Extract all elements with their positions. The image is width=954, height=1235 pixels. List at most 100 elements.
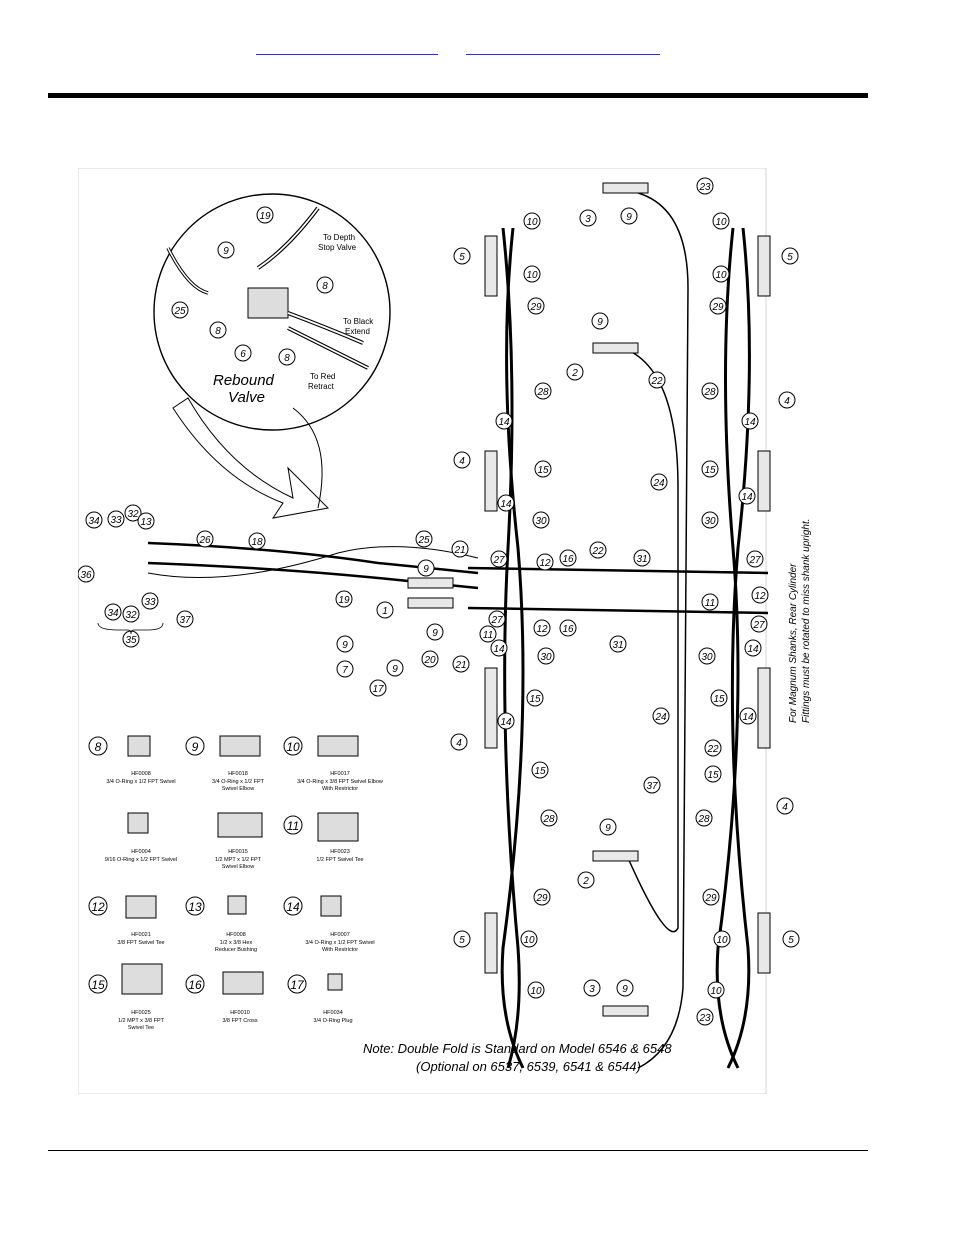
svg-text:17: 17 xyxy=(290,978,305,992)
svg-text:5: 5 xyxy=(459,252,465,263)
svg-text:14: 14 xyxy=(500,499,512,510)
cylinders xyxy=(407,182,771,1017)
svg-text:14: 14 xyxy=(286,900,300,914)
svg-text:1/2 FPT Swivel Tee: 1/2 FPT Swivel Tee xyxy=(316,857,363,863)
svg-text:12: 12 xyxy=(91,900,105,914)
svg-text:(Optional on 6537, 6539, 6541: (Optional on 6537, 6539, 6541 & 6544) xyxy=(416,1059,641,1074)
svg-text:Fittings must be rotated to mi: Fittings must be rotated to miss shank u… xyxy=(801,518,812,723)
svg-text:9: 9 xyxy=(392,664,398,675)
svg-text:17: 17 xyxy=(372,684,384,695)
inset-title-2: Valve xyxy=(228,389,265,406)
svg-text:HF0008: HF0008 xyxy=(131,771,151,777)
svg-text:7: 7 xyxy=(342,665,348,676)
nav-link-left[interactable] xyxy=(256,40,438,55)
inset-title-1: Rebound xyxy=(213,372,275,389)
svg-text:9: 9 xyxy=(192,740,199,754)
svg-text:15: 15 xyxy=(529,694,541,705)
svg-text:9: 9 xyxy=(423,564,429,575)
svg-text:24: 24 xyxy=(652,478,665,489)
svg-text:Swivel Elbow: Swivel Elbow xyxy=(222,786,254,792)
svg-text:4: 4 xyxy=(782,802,788,813)
svg-text:9: 9 xyxy=(622,984,628,995)
svg-text:27: 27 xyxy=(752,620,765,631)
label-depth-1: To Depth xyxy=(323,233,355,242)
svg-text:21: 21 xyxy=(453,545,465,556)
parts-legend: 8 HF0008 3/4 O-Ring x 1/2 FPT Swivel 9 H… xyxy=(88,735,383,1031)
svg-text:29: 29 xyxy=(535,893,548,904)
svg-text:24: 24 xyxy=(654,712,667,723)
svg-text:15: 15 xyxy=(91,978,105,992)
svg-text:16: 16 xyxy=(562,624,574,635)
svg-text:4: 4 xyxy=(456,738,462,749)
svg-text:14: 14 xyxy=(498,417,510,428)
svg-text:16: 16 xyxy=(562,554,574,565)
svg-text:11: 11 xyxy=(705,598,715,609)
callout-9: 9 xyxy=(223,246,229,257)
svg-text:5: 5 xyxy=(787,252,793,263)
svg-text:10: 10 xyxy=(526,270,538,281)
main-callouts: 3 9 23 10 10 5 5 10 10 29 29 9 2 22 28 2… xyxy=(78,177,800,1026)
frame-hoses xyxy=(147,192,769,1069)
svg-text:16: 16 xyxy=(188,978,202,992)
footer-rule xyxy=(48,1150,868,1151)
svg-text:HF0025: HF0025 xyxy=(131,1010,151,1016)
svg-text:13: 13 xyxy=(188,900,202,914)
svg-text:15: 15 xyxy=(704,465,716,476)
svg-text:10: 10 xyxy=(523,935,535,946)
svg-text:33: 33 xyxy=(110,515,122,526)
svg-text:23: 23 xyxy=(698,1013,711,1024)
svg-text:5: 5 xyxy=(788,935,794,946)
svg-text:4: 4 xyxy=(784,396,790,407)
svg-text:9: 9 xyxy=(342,640,348,651)
svg-text:3/8 FPT Swivel Tee: 3/8 FPT Swivel Tee xyxy=(117,940,164,946)
hydraulic-diagram: To Depth Stop Valve To Black Extend To R… xyxy=(78,168,812,1094)
svg-text:3/4 O-Ring x 1/2 FPT Swivel: 3/4 O-Ring x 1/2 FPT Swivel xyxy=(106,779,175,785)
header-rule xyxy=(48,93,868,98)
svg-text:28: 28 xyxy=(703,387,716,398)
svg-text:29: 29 xyxy=(704,893,717,904)
svg-text:HF0010: HF0010 xyxy=(230,1010,250,1016)
svg-text:14: 14 xyxy=(741,492,753,503)
svg-text:19: 19 xyxy=(338,595,350,606)
svg-text:Swivel Tee: Swivel Tee xyxy=(128,1025,154,1031)
svg-text:3/4 O-Ring x 1/2 FPT Swivel: 3/4 O-Ring x 1/2 FPT Swivel xyxy=(305,940,374,946)
svg-text:9/16 O-Ring x 1/2 FPT Swivel: 9/16 O-Ring x 1/2 FPT Swivel xyxy=(105,857,177,863)
svg-text:23: 23 xyxy=(698,182,711,193)
svg-text:14: 14 xyxy=(742,712,754,723)
svg-text:26: 26 xyxy=(198,535,211,546)
svg-text:HF0008: HF0008 xyxy=(226,932,246,938)
svg-text:36: 36 xyxy=(80,570,92,581)
nav-link-right[interactable] xyxy=(466,40,660,55)
svg-text:HF0023: HF0023 xyxy=(330,849,350,855)
svg-text:28: 28 xyxy=(697,814,710,825)
side-note: For Magnum Shanks, Rear Cylinder Fitting… xyxy=(788,518,812,723)
svg-text:With Restrictor: With Restrictor xyxy=(322,786,358,792)
svg-text:Note: Double Fold is Standar: Note: Double Fold is Standard on Model 6… xyxy=(363,1041,672,1056)
svg-text:12: 12 xyxy=(539,558,551,569)
svg-text:3/8 FPT Cross: 3/8 FPT Cross xyxy=(222,1018,258,1024)
rebound-valve-inset: To Depth Stop Valve To Black Extend To R… xyxy=(153,193,391,519)
svg-text:HF0021: HF0021 xyxy=(131,932,151,938)
svg-text:13: 13 xyxy=(140,517,152,528)
svg-text:4: 4 xyxy=(459,456,465,467)
svg-text:37: 37 xyxy=(179,615,191,626)
svg-text:15: 15 xyxy=(534,766,546,777)
svg-text:30: 30 xyxy=(540,652,552,663)
svg-text:3: 3 xyxy=(585,214,591,225)
svg-text:10: 10 xyxy=(530,986,542,997)
label-red-1: To Red xyxy=(310,372,335,381)
svg-text:12: 12 xyxy=(754,591,766,602)
svg-text:31: 31 xyxy=(636,554,647,565)
callout-8c: 8 xyxy=(284,353,290,364)
label-black-2: Extend xyxy=(345,327,370,336)
svg-text:14: 14 xyxy=(500,717,512,728)
svg-text:Reducer Bushing: Reducer Bushing xyxy=(215,947,257,953)
svg-text:HF0018: HF0018 xyxy=(228,771,248,777)
svg-text:10: 10 xyxy=(715,270,727,281)
svg-text:10: 10 xyxy=(286,740,300,754)
svg-text:15: 15 xyxy=(537,465,549,476)
svg-text:3/4 O-Ring Plug: 3/4 O-Ring Plug xyxy=(313,1018,352,1024)
svg-text:27: 27 xyxy=(490,615,503,626)
svg-text:3/4 O-Ring x 3/8 FPT Swivel El: 3/4 O-Ring x 3/8 FPT Swivel Elbow xyxy=(297,779,383,785)
svg-text:21: 21 xyxy=(454,660,466,671)
